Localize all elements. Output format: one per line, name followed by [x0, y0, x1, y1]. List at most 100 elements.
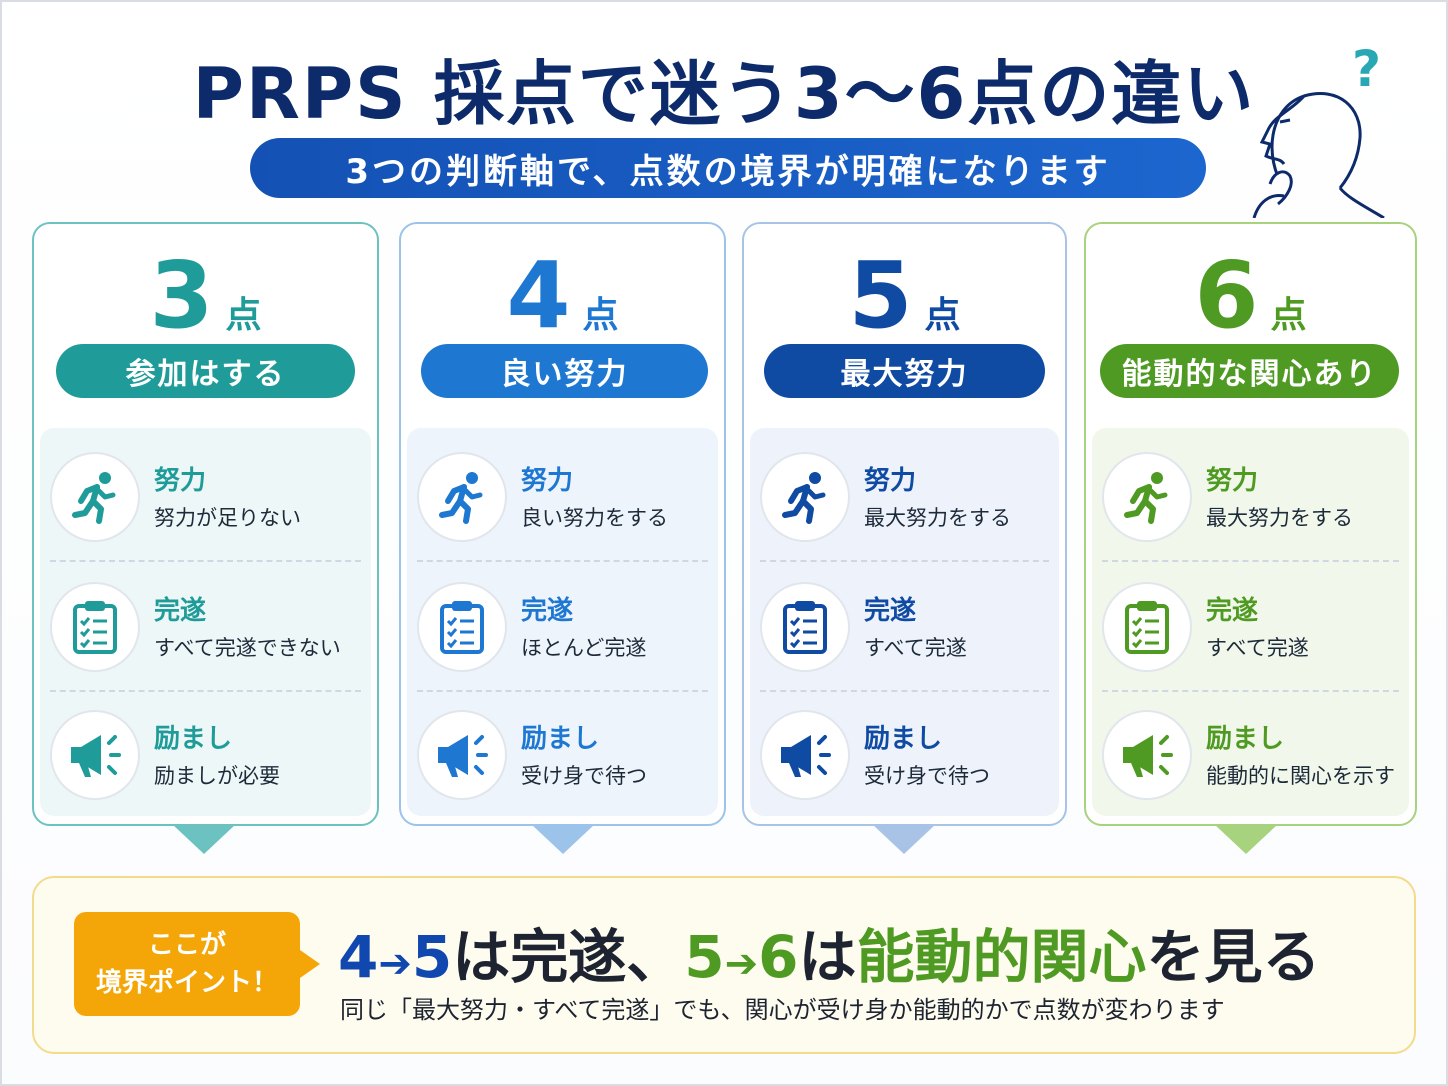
criteria-list: 努力 最大努力をする 完遂 すべて完遂 励まし 受け身で待つ	[750, 428, 1059, 816]
headline-key: 能動的関心	[856, 923, 1147, 991]
row-divider	[417, 560, 708, 562]
score-unit: 点	[582, 295, 619, 336]
boundary-panel: ここが 境界ポイント！ 4➔5は完遂、5➔6は能動的関心を見る 同じ「最大努力・…	[32, 876, 1416, 1054]
criteria-description: 良い努力をする	[521, 506, 668, 530]
down-arrow-icon	[172, 824, 236, 854]
row-divider	[760, 690, 1049, 692]
down-arrow-icon	[1214, 824, 1278, 854]
criteria-description: 最大努力をする	[864, 506, 1011, 530]
criteria-row: 完遂 すべて完遂	[750, 562, 1059, 692]
page-title: PRPS 採点で迷う3～6点の違い	[192, 53, 1256, 135]
criteria-heading: 励まし	[864, 724, 943, 754]
criteria-row: 励まし 励ましが必要	[40, 690, 371, 820]
clipboard-checklist-icon	[417, 582, 507, 672]
row-divider	[760, 560, 1049, 562]
criteria-heading: 完遂	[521, 596, 574, 626]
clipboard-checklist-icon	[1102, 582, 1192, 672]
score-label: 良い努力	[421, 344, 708, 398]
score-number: 6	[1194, 242, 1259, 349]
thinking-person-icon: ?	[1252, 40, 1385, 218]
criteria-description: 最大努力をする	[1206, 506, 1353, 530]
criteria-heading: 励まし	[1206, 724, 1285, 754]
score-label: 最大努力	[764, 344, 1045, 398]
criteria-row: 努力 最大努力をする	[1092, 432, 1409, 562]
runner-icon	[50, 452, 140, 542]
svg-text:?: ?	[1352, 40, 1381, 98]
headline-mid-2: は	[798, 923, 857, 991]
megaphone-icon	[760, 710, 850, 800]
row-divider	[50, 560, 361, 562]
criteria-heading: 努力	[1206, 466, 1259, 496]
criteria-heading: 完遂	[154, 596, 207, 626]
criteria-heading: 努力	[521, 466, 574, 496]
criteria-description: ほとんど完遂	[521, 636, 647, 660]
score-number: 4	[506, 242, 571, 349]
criteria-row: 励まし 能動的に関心を示す	[1092, 690, 1409, 820]
headline-end: を見る	[1146, 923, 1321, 991]
score-number: 5	[848, 242, 913, 349]
row-divider	[50, 690, 361, 692]
down-arrow-icon	[872, 824, 936, 854]
criteria-row: 努力 良い努力をする	[407, 432, 718, 562]
runner-icon	[417, 452, 507, 542]
boundary-note: 同じ「最大努力・すべて完遂」でも、関心が受け身か能動的かで点数が変わります	[340, 996, 1225, 1024]
criteria-heading: 努力	[154, 466, 207, 496]
criteria-description: すべて完遂	[1206, 636, 1309, 660]
criteria-heading: 励まし	[154, 724, 233, 754]
criteria-heading: 励まし	[521, 724, 600, 754]
criteria-heading: 完遂	[1206, 596, 1259, 626]
criteria-heading: 完遂	[864, 596, 917, 626]
megaphone-icon	[50, 710, 140, 800]
score-label: 参加はする	[56, 344, 355, 398]
headline-mid-1: は完遂、	[452, 923, 685, 991]
criteria-row: 完遂 すべて完遂	[1092, 562, 1409, 692]
headline-score-6: 6	[758, 923, 799, 991]
boundary-headline: 4➔5は完遂、5➔6は能動的関心を見る	[338, 910, 1398, 994]
headline-score-5b: 5	[684, 923, 725, 991]
headline-arrow-1: ➔	[378, 941, 412, 987]
callout-line-1: ここが	[147, 930, 226, 960]
headline-score-4: 4	[338, 923, 379, 991]
headline-arrow-2: ➔	[724, 941, 759, 987]
score-number: 3	[149, 242, 214, 349]
score-unit: 点	[225, 295, 262, 336]
criteria-heading: 努力	[864, 466, 917, 496]
criteria-description: 受け身で待つ	[864, 764, 990, 788]
criteria-description: すべて完遂	[864, 636, 967, 660]
row-divider	[1102, 690, 1399, 692]
headline-score-5: 5	[411, 923, 453, 991]
criteria-row: 完遂 ほとんど完遂	[407, 562, 718, 692]
score-label: 能動的な関心あり	[1100, 344, 1399, 398]
criteria-list: 努力 最大努力をする 完遂 すべて完遂 励まし 能動的に関心を示す	[1092, 428, 1409, 816]
runner-icon	[760, 452, 850, 542]
subtitle-banner: 3つの判断軸で、点数の境界が明確になります	[250, 138, 1206, 198]
clipboard-checklist-icon	[760, 582, 850, 672]
criteria-description: 能動的に関心を示す	[1206, 764, 1395, 788]
criteria-description: すべて完遂できない	[154, 636, 341, 660]
row-divider	[1102, 560, 1399, 562]
row-divider	[417, 690, 708, 692]
boundary-callout: ここが 境界ポイント！	[74, 912, 320, 1016]
criteria-row: 励まし 受け身で待つ	[407, 690, 718, 820]
down-arrow-icon	[531, 824, 595, 854]
criteria-row: 励まし 受け身で待つ	[750, 690, 1059, 820]
criteria-list: 努力 努力が足りない 完遂 すべて完遂できない 励まし 励ましが必要	[40, 428, 371, 816]
score-unit: 点	[924, 295, 961, 336]
clipboard-checklist-icon	[50, 582, 140, 672]
callout-line-2: 境界ポイント！	[95, 968, 278, 998]
runner-icon	[1102, 452, 1192, 542]
criteria-description: 努力が足りない	[154, 506, 301, 530]
criteria-list: 努力 良い努力をする 完遂 ほとんど完遂 励まし 受け身で待つ	[407, 428, 718, 816]
criteria-row: 努力 最大努力をする	[750, 432, 1059, 562]
score-unit: 点	[1270, 295, 1307, 336]
megaphone-icon	[417, 710, 507, 800]
megaphone-icon	[1102, 710, 1192, 800]
